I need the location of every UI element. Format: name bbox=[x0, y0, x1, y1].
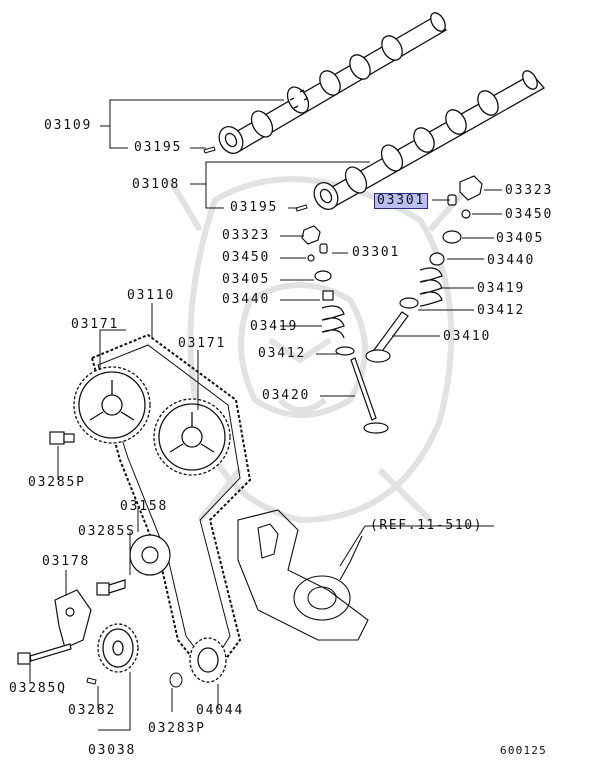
label-03450-left: 03450 bbox=[222, 250, 271, 265]
label-03405-left: 03405 bbox=[222, 272, 271, 287]
key-03282 bbox=[86, 677, 97, 685]
pulley-04044 bbox=[189, 637, 227, 683]
timing-belt bbox=[90, 333, 252, 682]
tensioner bbox=[54, 589, 92, 649]
label-03282: 03282 bbox=[68, 703, 117, 718]
label-03301-left: 03301 bbox=[352, 245, 401, 260]
camshaft-pin-a bbox=[203, 146, 216, 154]
camshaft-lower bbox=[313, 70, 546, 210]
label-04044: 04044 bbox=[196, 703, 245, 718]
label-03038: 03038 bbox=[88, 743, 137, 758]
cam-sprocket-right bbox=[153, 398, 231, 476]
label-03412-left: 03412 bbox=[258, 346, 307, 361]
label-03419-left: 03419 bbox=[250, 319, 299, 334]
label-03301-highlighted[interactable]: 03301 bbox=[374, 193, 429, 209]
label-03109: 03109 bbox=[44, 118, 93, 133]
bolt-03285Q bbox=[17, 643, 72, 665]
label-03195-upper: 03195 bbox=[134, 140, 183, 155]
valve-stack-right bbox=[365, 175, 483, 363]
label-03171-left: 03171 bbox=[71, 317, 120, 332]
leader-lines bbox=[29, 99, 502, 731]
label-03323-right: 03323 bbox=[505, 183, 554, 198]
label-03283P: 03283P bbox=[148, 721, 206, 736]
label-03419-right: 03419 bbox=[477, 281, 526, 296]
label-03412-right: 03412 bbox=[477, 303, 526, 318]
label-03110: 03110 bbox=[127, 288, 176, 303]
camshaft-pin-b bbox=[295, 204, 308, 212]
cam-sprocket-left bbox=[73, 366, 151, 444]
crank-sprocket bbox=[97, 623, 139, 673]
label-03108: 03108 bbox=[132, 177, 181, 192]
label-03440-left: 03440 bbox=[222, 292, 271, 307]
label-03195-lower: 03195 bbox=[230, 200, 279, 215]
figure-code: 600125 bbox=[500, 744, 547, 757]
label-03285P: 03285P bbox=[28, 475, 86, 490]
label-03285S: 03285S bbox=[78, 524, 136, 539]
label-03178: 03178 bbox=[42, 554, 91, 569]
valve-stack-left bbox=[301, 225, 389, 434]
label-03158: 03158 bbox=[120, 499, 169, 514]
label-03410: 03410 bbox=[443, 329, 492, 344]
label-03440-right: 03440 bbox=[487, 253, 536, 268]
label-03285Q: 03285Q bbox=[9, 681, 67, 696]
label-03323-left: 03323 bbox=[222, 228, 271, 243]
reference-note: (REF.11-510) bbox=[370, 518, 484, 533]
reference-crankcase-sketch bbox=[237, 509, 369, 641]
label-03420: 03420 bbox=[262, 388, 311, 403]
label-03450-right: 03450 bbox=[505, 207, 554, 222]
label-03171-right: 03171 bbox=[178, 336, 227, 351]
label-03405-right: 03405 bbox=[496, 231, 545, 246]
bolt-03285P bbox=[49, 431, 75, 445]
bolt-03285S bbox=[96, 579, 126, 596]
camshaft-upper bbox=[218, 12, 448, 154]
idler-pulley bbox=[129, 534, 171, 576]
washer-03283P bbox=[169, 672, 183, 688]
